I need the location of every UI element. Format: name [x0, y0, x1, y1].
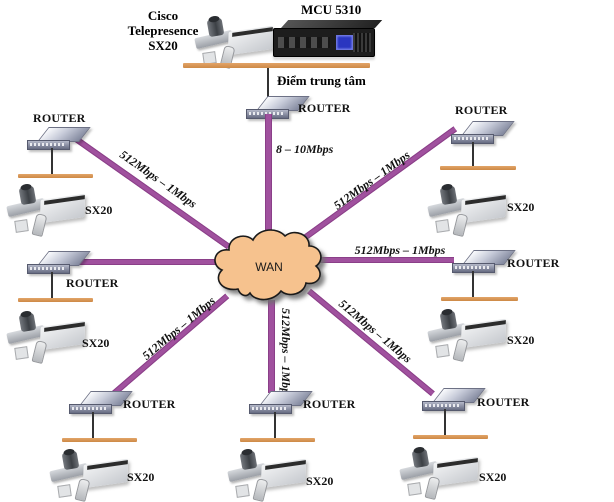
link-midright-bandwidth-label: 512Mbps – 1Mbps — [354, 243, 446, 257]
lan-bar-bottomleft — [62, 438, 137, 442]
stub-topright — [472, 142, 474, 168]
hq-lan-bar — [183, 63, 370, 68]
router-device-topright — [451, 121, 515, 144]
sx20-label-midleft: SX20 — [82, 336, 110, 350]
lan-bar-midleft — [18, 298, 93, 302]
router-device-midright — [452, 250, 516, 273]
camera-icon — [61, 450, 80, 471]
wan-cloud — [214, 229, 322, 301]
router-label-bottomleft: ROUTER — [123, 397, 176, 411]
sx20-endpoint-image-bottomcenter — [227, 447, 308, 502]
sx20-label-bottomleft: SX20 — [127, 470, 155, 484]
sx20-endpoint-image-bottomleft — [49, 447, 130, 502]
remote-icon — [452, 212, 469, 238]
remote-icon — [31, 339, 48, 365]
stub-bottomcenter — [274, 412, 276, 438]
camera-icon — [439, 185, 458, 206]
router-label-bottomright: ROUTER — [477, 395, 530, 409]
sx20-endpoint-image-midleft — [6, 309, 87, 365]
mcu-top-face — [281, 20, 383, 28]
sx20-endpoint-image-topright — [427, 182, 508, 238]
camera-icon — [18, 312, 37, 333]
camera-icon — [439, 310, 458, 331]
link-midright — [320, 257, 454, 263]
remote-icon — [74, 477, 91, 502]
sx20-label-bottomcenter: SX20 — [306, 474, 334, 488]
router-device-bottomcenter — [249, 391, 313, 414]
stub-bottomleft — [92, 412, 94, 438]
central-point-label: Điểm trung tâm — [277, 73, 366, 88]
router-label-topleft: ROUTER — [33, 111, 86, 125]
sx20-endpoint-image-midright — [427, 307, 508, 363]
router-label-bottomcenter: ROUTER — [303, 397, 356, 411]
stub-topleft — [51, 148, 53, 176]
remote-icon — [424, 475, 441, 501]
hq-stub-line — [267, 68, 269, 97]
remote-icon — [31, 212, 48, 238]
camera-icon — [18, 185, 37, 206]
mcu-vents-icon — [353, 33, 371, 52]
hub-router-device — [246, 96, 310, 119]
remote-icon — [252, 477, 269, 502]
cisco-telepresence-label: Cisco Telepresence SX20 — [127, 8, 199, 53]
lan-bar-midright — [441, 297, 518, 301]
sx20-endpoint-image-bottomright — [399, 445, 480, 501]
sx20-label-topleft: SX20 — [85, 203, 113, 217]
stub-midright — [472, 271, 474, 298]
router-device-topleft — [27, 127, 91, 150]
mcu-front-panel — [273, 28, 375, 57]
mcu-label: MCU 5310 — [301, 2, 362, 17]
link-bottomcenter — [268, 300, 275, 393]
router-label-midleft: ROUTER — [66, 276, 119, 290]
sx20-label-topright: SX20 — [507, 200, 535, 214]
camera-icon — [411, 448, 430, 469]
sx20-endpoint-image-topleft — [6, 182, 87, 238]
stub-bottomright — [444, 409, 446, 435]
camera-icon — [239, 450, 258, 471]
router-device-bottomleft — [69, 391, 133, 414]
mcu-ports-icon — [278, 37, 330, 48]
remote-icon — [452, 337, 469, 363]
link-bottomright-bandwidth-label: 512Mbps – 1Mbps — [336, 296, 415, 366]
link-topleft-bandwidth-label: 512Mbps – 1Mbps — [117, 147, 200, 211]
link-hub-to-wan — [265, 114, 272, 235]
router-device-midleft — [27, 251, 91, 274]
mcu-device — [273, 20, 383, 60]
router-label-topright: ROUTER — [455, 103, 508, 117]
lan-bar-bottomright — [413, 435, 488, 439]
lan-bar-bottomcenter — [240, 438, 315, 442]
hub-router-label: ROUTER — [298, 101, 351, 115]
mcu-screen-icon — [336, 35, 353, 50]
sx20-label-midright: SX20 — [507, 333, 535, 347]
sx20-label-bottomright: SX20 — [479, 470, 507, 484]
camera-icon — [206, 17, 225, 38]
router-device-bottomright — [422, 388, 486, 411]
stub-midleft — [51, 272, 53, 299]
lan-bar-topright — [440, 166, 516, 170]
hq-sx20-endpoint-image — [194, 14, 275, 70]
wan-label: WAN — [255, 260, 283, 274]
lan-bar-topleft — [18, 174, 93, 178]
router-label-midright: ROUTER — [507, 256, 560, 270]
link-hub-bandwidth-label: 8 – 10Mbps — [276, 142, 334, 156]
link-bottomcenter-bandwidth-label: 512Mbps – 1Mbps — [279, 308, 293, 399]
link-midleft — [78, 259, 216, 265]
